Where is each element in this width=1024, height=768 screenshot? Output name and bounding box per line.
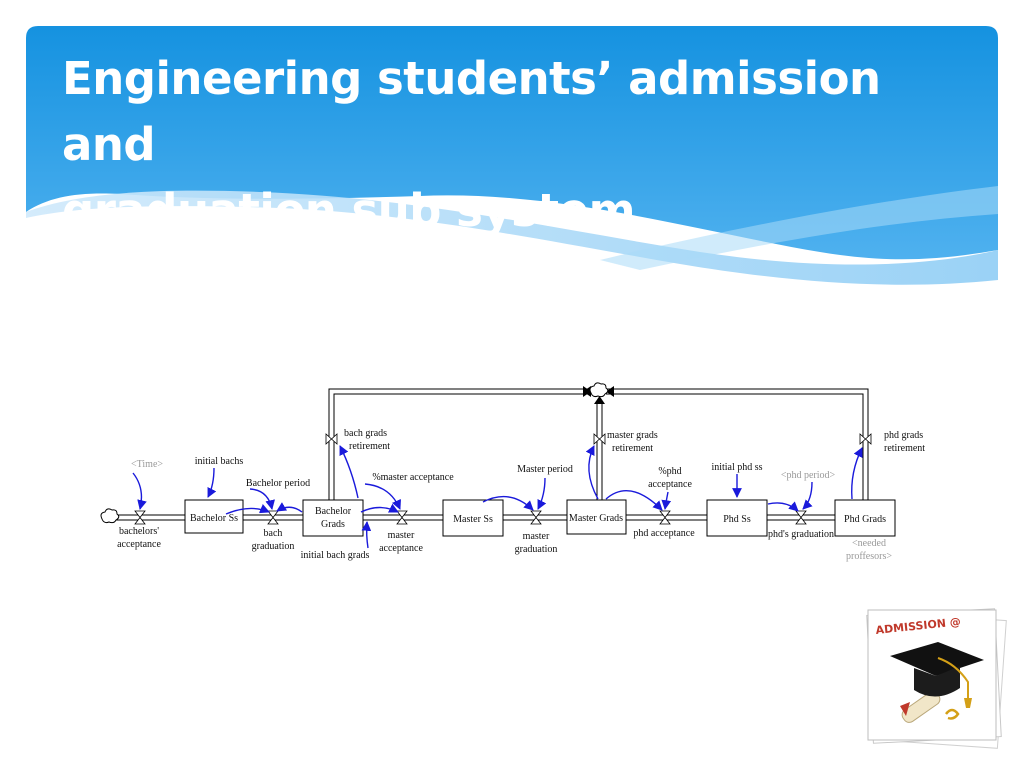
flow-label: phd acceptance [633, 528, 695, 539]
stock-phd-ss [706, 499, 768, 537]
flow-label: master [388, 530, 415, 541]
slide-title: Engineering students’ admission and grad… [62, 46, 982, 244]
flow-label: phd grads [884, 430, 923, 441]
valve-icon [267, 510, 279, 525]
valve-icon [593, 433, 606, 445]
flow-label: bach grads [344, 428, 387, 439]
diagram-labels: Bachelor Ss Bachelor Grads Master Ss Mas… [117, 428, 925, 562]
stock-label: Grads [321, 519, 345, 530]
flow-label: bach [264, 528, 283, 539]
causal-links [132, 445, 863, 549]
shadow-variable: proffesors> [846, 551, 892, 562]
valve-icon [325, 433, 338, 445]
variable-label: %phd [658, 466, 681, 477]
stock-bachelor-ss [184, 499, 244, 534]
flow-label: master grads [607, 430, 658, 441]
stock-label: Phd Ss [723, 514, 751, 525]
header-band [26, 26, 998, 285]
variable-label: %master acceptance [372, 472, 454, 483]
retirement-pipes [328, 388, 869, 500]
valve-icon [396, 510, 408, 525]
variable-label: acceptance [648, 479, 692, 490]
cloud-sink-icon [589, 382, 609, 398]
flow-label: retirement [349, 441, 390, 452]
stock-phd-grads [834, 499, 896, 537]
shadow-variable: <phd period> [781, 470, 836, 481]
shadow-variable: <needed [852, 538, 886, 549]
graduation-cap-icon [890, 642, 984, 723]
admission-badge: ADMISSION @ [866, 608, 1007, 749]
valve-icon [530, 510, 542, 525]
flow-label: phd's graduation [768, 529, 834, 540]
valve-icon [859, 433, 872, 445]
flow-label: graduation [252, 541, 295, 552]
valve-icon [659, 510, 671, 525]
stock-master-ss [442, 499, 504, 537]
title-line-2: graduation sub system [62, 184, 635, 237]
flow-label: acceptance [117, 539, 161, 550]
stock-label: Master Ss [453, 514, 493, 525]
title-line-1: Engineering students’ admission and [62, 52, 881, 171]
stock-label: Bachelor Ss [190, 513, 238, 524]
variable-label: initial phd ss [711, 462, 762, 473]
stock-label: Master Grads [569, 513, 623, 524]
variable-label: Bachelor period [246, 478, 310, 489]
shadow-variable: <Time> [131, 459, 163, 470]
valve-icon [795, 510, 807, 525]
flow-label: bachelors' [119, 526, 159, 537]
stock-bachelor-grads [302, 499, 364, 537]
stock-master-grads [566, 499, 627, 535]
flow-label: retirement [884, 443, 925, 454]
valve-icons [134, 433, 872, 525]
stock-label: Phd Grads [844, 514, 886, 525]
flow-label: graduation [515, 544, 558, 555]
sink-arrowheads [583, 386, 614, 404]
flow-label: retirement [612, 443, 653, 454]
variable-label: initial bach grads [301, 550, 370, 561]
cloud-source-icon [100, 508, 120, 524]
stock-label: Bachelor [315, 506, 352, 517]
flow-label: acceptance [379, 543, 423, 554]
valve-icon [134, 510, 146, 525]
variable-label: Master period [517, 464, 573, 475]
variable-label: initial bachs [195, 456, 244, 467]
flow-label: master [523, 531, 550, 542]
stocks [184, 499, 896, 537]
